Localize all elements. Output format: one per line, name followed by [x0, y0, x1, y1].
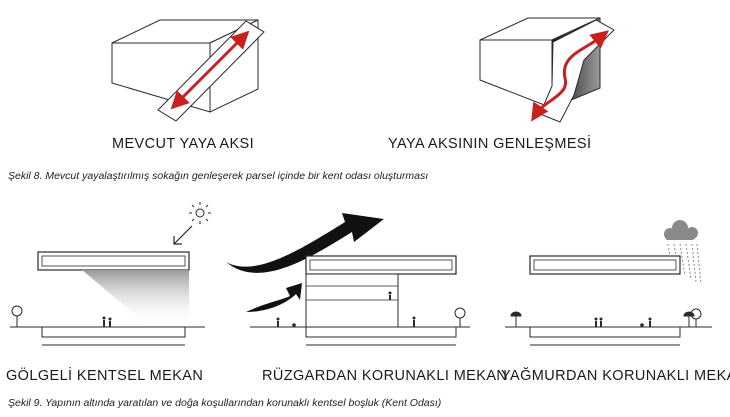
wind-arrow-icon [246, 283, 302, 312]
person-icon [594, 317, 598, 327]
umbrella-icon [510, 311, 522, 327]
expanded-axis-arrow [531, 30, 609, 122]
ground-base [529, 326, 681, 338]
person-icon [276, 317, 280, 327]
fig8-left-drawing [111, 19, 265, 122]
person-icon [599, 317, 603, 327]
tree-icon [11, 305, 23, 327]
pedestrian-axis-arrow [170, 30, 250, 110]
wind-arrow-icon [226, 213, 384, 273]
fig8-right-label: YAYA AKSININ GENLEŞMESİ [388, 136, 592, 152]
person-icon [388, 291, 392, 300]
building-inner-line [41, 255, 186, 267]
fig8-left-label: MEVCUT YAYA AKSI [112, 136, 255, 152]
person-icon [648, 317, 652, 327]
dog-icon [640, 323, 644, 327]
fig8-caption: Şekil 8. Mevcut yayalaştırılmış sokağın … [8, 170, 429, 182]
fig9-panel-wind [226, 213, 470, 346]
shadow-area [82, 270, 189, 327]
ground-base [305, 326, 457, 338]
fig9-label-wind: RÜZGARDAN KORUNAKLI MEKAN [262, 368, 508, 384]
person-icon [108, 317, 112, 327]
person-icon [102, 316, 106, 327]
elevated-building [305, 255, 457, 275]
sun-ray-arrow [173, 225, 193, 245]
fig9-panel-rain [505, 220, 712, 346]
building-inner-line [309, 259, 453, 271]
cloud-icon [664, 220, 698, 240]
umbrella-icon [683, 311, 695, 327]
fig9-caption: Şekil 9. Yapının altında yaratılan ve do… [8, 397, 442, 409]
fig9-label-shade: GÖLGELİ KENTSEL MEKAN [6, 368, 204, 384]
sun-icon [189, 202, 211, 224]
elevated-building [529, 255, 681, 275]
building-inner-line [533, 259, 677, 271]
ground-base [41, 326, 186, 338]
person-icon [412, 316, 416, 327]
tree-icon [454, 307, 466, 327]
lower-block [305, 273, 399, 328]
dog-icon [292, 323, 296, 327]
fig8-right-drawing [479, 17, 615, 123]
elevated-building [37, 251, 190, 271]
fig9-panel-shade [10, 202, 211, 346]
fig9-label-rain: YAĞMURDAN KORUNAKLI MEKAN [501, 368, 730, 384]
tree-icon [690, 308, 702, 327]
